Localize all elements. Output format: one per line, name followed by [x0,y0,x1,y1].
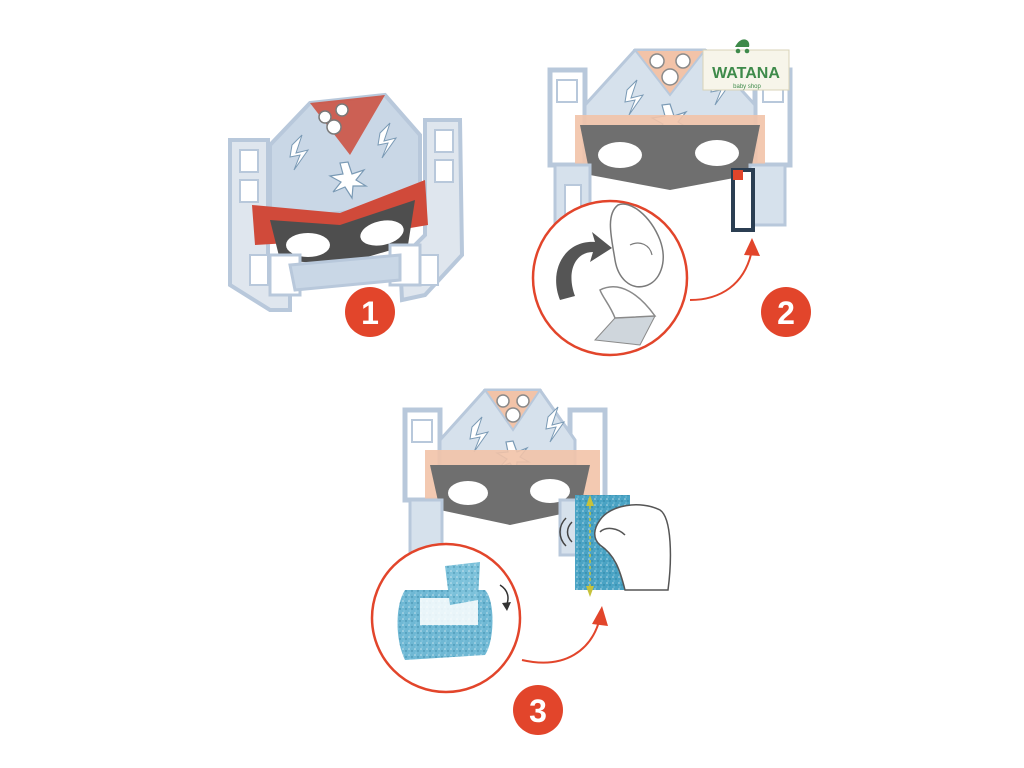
step-badge: 1 [345,287,395,337]
svg-text:3: 3 [529,693,547,729]
svg-text:1: 1 [361,295,379,331]
step3-zoom-circle [372,544,520,692]
brand-logo: WATANA baby shop [703,39,789,90]
step3-arrow [522,606,608,663]
step3-glitter-hand [560,495,670,597]
step2-zoom-circle [533,201,687,355]
step2-arrow [690,238,760,300]
svg-text:2: 2 [777,295,795,331]
svg-text:WATANA: WATANA [712,65,780,82]
step-badge: 3 [513,685,563,735]
step-badge: 2 [761,287,811,337]
svg-text:baby shop: baby shop [733,84,761,90]
step1-mask [230,95,462,310]
